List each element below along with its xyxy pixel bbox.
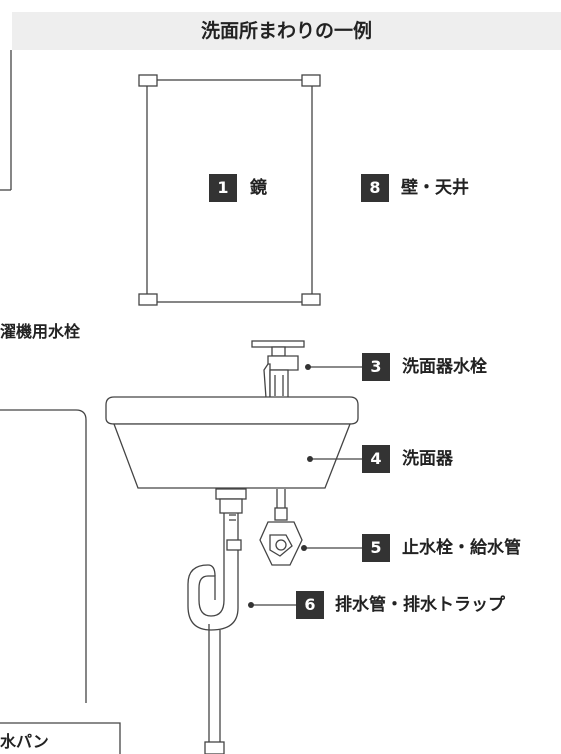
label-faucet: 洗面器水栓	[402, 357, 487, 377]
badge-basin: 4	[362, 445, 390, 473]
washer-pan-outline	[0, 409, 121, 754]
dot-drain	[248, 602, 254, 608]
dot-basin	[307, 456, 313, 462]
label-washer-faucet: 濯機用水栓	[0, 322, 81, 341]
label-water-pan: 水パン	[0, 732, 49, 751]
basin-illustration	[105, 396, 359, 489]
stop-valve-illustration	[259, 489, 303, 566]
badge-mirror: 1	[209, 174, 237, 202]
dot-valve	[301, 545, 307, 551]
faucet-illustration	[251, 340, 305, 399]
label-stop-valve: 止水栓・給水管	[402, 538, 521, 558]
left-panel-frame	[0, 50, 12, 191]
label-wall-ceiling: 壁・天井	[401, 178, 469, 198]
label-drain: 排水管・排水トラップ	[335, 595, 505, 615]
badge-drain: 6	[296, 591, 324, 619]
label-basin: 洗面器	[402, 449, 453, 469]
diagram-title: 洗面所まわりの一例	[200, 20, 372, 42]
label-mirror: 鏡	[250, 178, 267, 198]
badge-faucet: 3	[362, 353, 390, 381]
mirror-illustration	[138, 74, 321, 306]
badge-wall-ceiling: 8	[361, 174, 389, 202]
title-bar	[12, 12, 561, 50]
dot-faucet	[305, 364, 311, 370]
badge-stop-valve: 5	[362, 534, 390, 562]
drain-trap-illustration	[187, 488, 247, 754]
